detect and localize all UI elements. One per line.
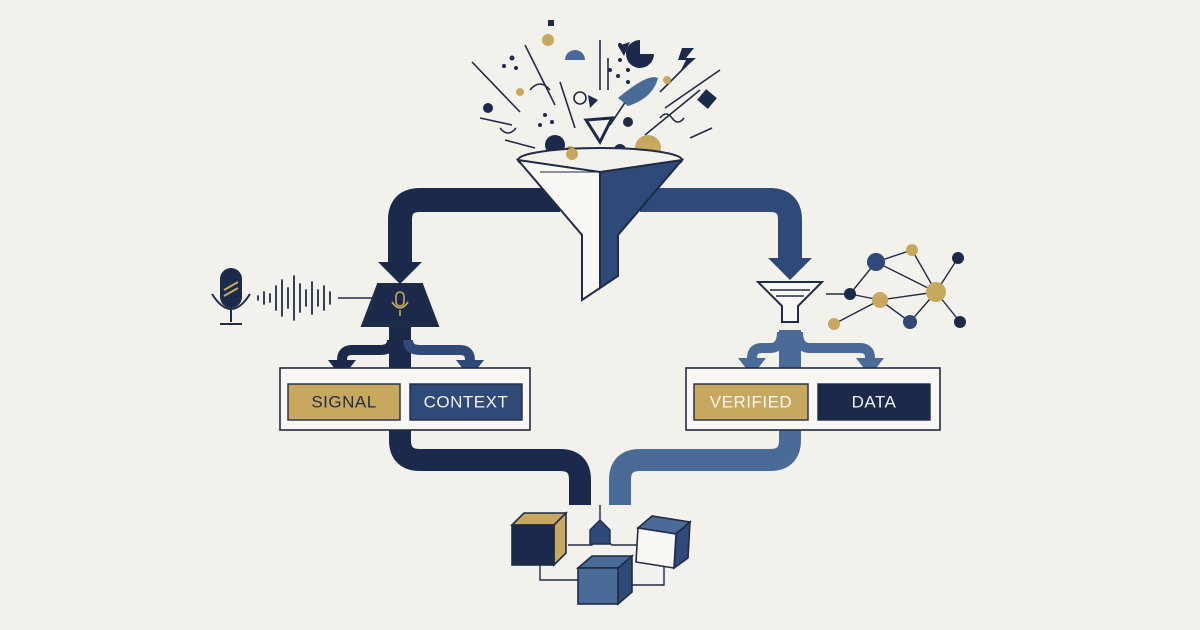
pipe-bottom-left xyxy=(389,320,591,505)
branch-left-to-signal xyxy=(337,339,397,364)
microphone-icon xyxy=(211,268,251,325)
connected-cubes-icon xyxy=(510,505,692,606)
arrow-into-right-node xyxy=(768,258,812,280)
data-label: DATA xyxy=(852,393,897,412)
left-label-panel: SIGNAL CONTEXT xyxy=(279,367,531,431)
branch-right-to-verified xyxy=(747,331,787,362)
arrow-to-data xyxy=(856,358,884,376)
context-label: CONTEXT xyxy=(424,393,509,412)
pipe-top-left xyxy=(388,188,560,262)
network-graph-icon xyxy=(828,244,966,330)
branch-left-to-context xyxy=(403,339,475,364)
verified-label: VERIFIED xyxy=(710,393,792,412)
verified-box xyxy=(693,383,809,421)
branch-right-to-data xyxy=(793,331,875,362)
context-box xyxy=(409,383,523,421)
arrow-into-left-node xyxy=(378,262,422,284)
data-box xyxy=(817,383,931,421)
arrow-to-verified xyxy=(738,358,766,376)
microphone-small-icon xyxy=(391,291,409,316)
funnel-icon xyxy=(515,147,685,302)
audio-waveform-icon xyxy=(257,275,331,321)
right-label-panel: VERIFIED DATA xyxy=(685,367,941,431)
pipe-top-right xyxy=(640,188,802,258)
signal-box xyxy=(287,383,401,421)
pipe-bottom-right xyxy=(609,330,801,505)
left-processor-node xyxy=(360,283,440,327)
right-filter-node xyxy=(755,281,825,323)
signal-label: SIGNAL xyxy=(311,393,376,412)
